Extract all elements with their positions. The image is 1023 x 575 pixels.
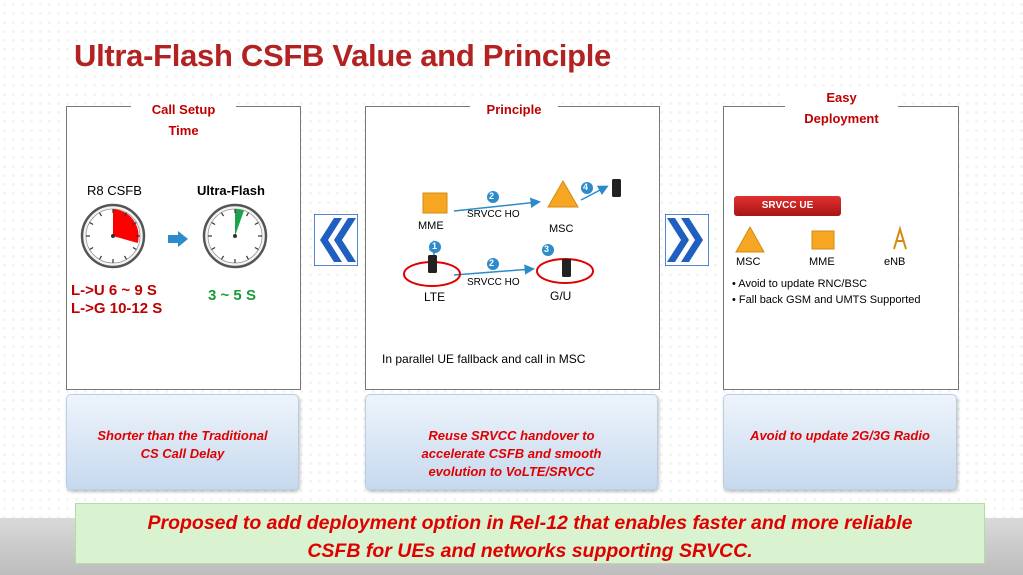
benefit-box-right: Avoid to update 2G/3G Radio	[723, 394, 957, 490]
clock-tick	[211, 246, 216, 251]
principle-diagram	[403, 179, 621, 287]
ultra-flash-label: Ultra-Flash	[197, 183, 265, 198]
step-4-badge: 4	[583, 182, 589, 192]
deploy-mme-icon	[811, 230, 835, 250]
clock-tick	[254, 246, 259, 251]
r8-time-lg: L->G 10-12 S	[71, 300, 163, 317]
benefit-mid-line1: Reuse SRVCC handover to	[428, 428, 595, 443]
step-2b-badge: 2	[489, 258, 495, 268]
deploy-enb-label: eNB	[884, 256, 906, 268]
right-arrow-icon	[168, 231, 188, 247]
benefit-left-line1: Shorter than the Traditional	[97, 428, 268, 443]
gu-phone-icon	[562, 259, 571, 277]
deployment-label-line1: Easy	[826, 90, 857, 105]
benefit-box-mid: Reuse SRVCC handover to accelerate CSFB …	[365, 394, 658, 490]
mme-label: MME	[418, 220, 444, 232]
call-setup-panel: Call Setup Time R8 CSFB Ultra-Flash L->U…	[66, 99, 301, 390]
chevron-left-icon	[314, 214, 358, 266]
call-setup-label-line2: Time	[168, 123, 199, 138]
benefit-left-line2: CS Call Delay	[140, 446, 225, 461]
clock-tick	[220, 212, 225, 217]
clock-tick	[211, 221, 216, 226]
clock-tick	[89, 221, 94, 226]
r8-clock-icon	[80, 203, 146, 269]
deploy-msc-label: MSC	[736, 256, 761, 268]
principle-panel: Principle 2 2 3 4 1 SRVCC HO	[365, 99, 660, 390]
deploy-msc-icon	[735, 225, 765, 253]
clock-tick	[132, 246, 137, 251]
benefit-right-line1: Avoid to update 2G/3G Radio	[750, 428, 930, 443]
deployment-label-line2: Deployment	[804, 111, 879, 126]
clock-tick	[123, 255, 128, 260]
srvcc-ue-badge: SRVCC UE	[734, 196, 841, 216]
r8-time-lu: L->U 6 ~ 9 S	[71, 282, 157, 299]
deploy-enb-icon	[893, 225, 907, 250]
page-title: Ultra-Flash CSFB Value and Principle	[74, 38, 611, 73]
deployment-label: Easy Deployment	[785, 87, 898, 129]
deploy-mme-label: MME	[809, 256, 835, 268]
benefit-box-left: Shorter than the Traditional CS Call Del…	[66, 394, 299, 490]
call-setup-label: Call Setup Time	[131, 99, 236, 141]
clock-tick	[123, 212, 128, 217]
principle-caption: In parallel UE fallback and call in MSC	[382, 352, 586, 366]
ultra-flash-clock-icon	[202, 203, 268, 269]
gu-label: G/U	[550, 289, 572, 303]
deployment-icons	[735, 225, 907, 253]
principle-label: Principle	[470, 99, 558, 120]
benefit-mid-line2: accelerate CSFB and smooth	[421, 446, 602, 461]
mme-icon	[422, 192, 448, 214]
clock-tick	[89, 246, 94, 251]
chevron-right-icon	[665, 214, 709, 266]
deploy-bullet-2: • Fall back GSM and UMTS Supported	[732, 294, 921, 306]
proposal-line2: CSFB for UEs and networks supporting SRV…	[307, 540, 753, 562]
clock-tick	[245, 212, 250, 217]
msc-label: MSC	[549, 223, 574, 235]
proposal-line1: Proposed to add deployment option in Rel…	[147, 512, 913, 534]
deploy-bullet-1: • Avoid to update RNC/BSC	[732, 278, 868, 290]
step-3-badge: 3	[544, 244, 550, 254]
msc-icon	[547, 179, 579, 208]
clock-tick	[254, 221, 259, 226]
clock-tick	[98, 255, 103, 260]
clock-tick	[220, 255, 225, 260]
srvcc-ho-label-1: SRVCC HO	[467, 209, 520, 220]
proposal-banner: Proposed to add deployment option in Rel…	[75, 503, 985, 564]
call-setup-label-line1: Call Setup	[151, 102, 216, 117]
step-2a-badge: 2	[489, 191, 495, 201]
srvcc-ho-label-2: SRVCC HO	[467, 277, 520, 288]
r8-times: L->U 6 ~ 9 S L->G 10-12 S	[71, 282, 162, 318]
deployment-panel: Easy Deployment SRVCC UE MSC MME eNB • A…	[723, 87, 959, 390]
benefit-mid-line3: evolution to VoLTE/SRVCC	[428, 464, 595, 479]
clock-tick	[98, 212, 103, 217]
r8-csfb-label: R8 CSFB	[87, 183, 142, 198]
handset-icon	[612, 179, 621, 197]
lte-phone-icon	[428, 255, 437, 273]
clock-tick	[245, 255, 250, 260]
lte-label: LTE	[424, 290, 446, 304]
clock-tick	[132, 221, 137, 226]
ultra-flash-time: 3 ~ 5 S	[208, 287, 256, 304]
step-1-badge: 1	[432, 241, 438, 251]
